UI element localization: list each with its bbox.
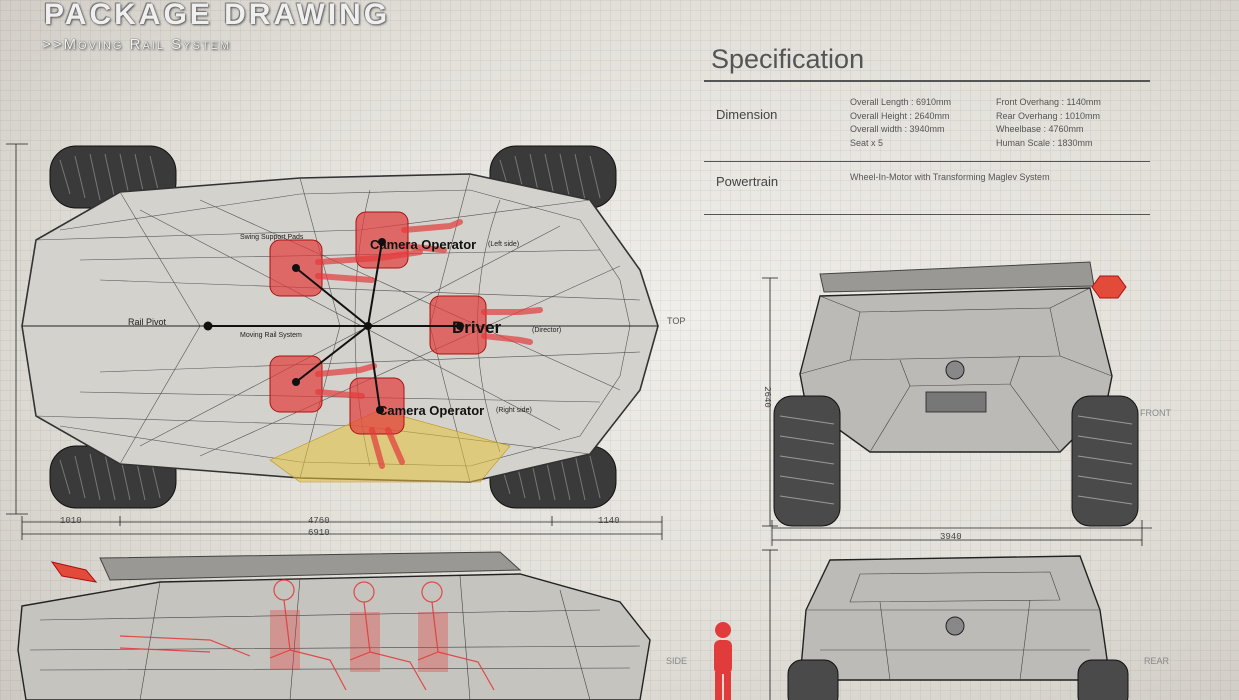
powertrain-label: Powertrain <box>716 174 779 189</box>
camera-operator-right-label: Camera Operator <box>378 403 485 418</box>
dimension-item: Overall Length : 6910mm <box>850 97 952 107</box>
spoiler-marker <box>1091 275 1127 299</box>
powertrain-value: Wheel-In-Motor with Transforming Maglev … <box>850 172 1050 182</box>
tire <box>787 659 1129 700</box>
rear-marker <box>50 561 98 583</box>
dim-front-height: 2640 <box>761 386 772 408</box>
dimension-label: Dimension <box>716 107 778 122</box>
camera-operator-left-side: (Left side) <box>488 241 520 248</box>
tire-tread <box>779 415 1133 505</box>
human-scale-figure <box>714 622 732 700</box>
camera-view-cone <box>269 409 511 483</box>
dimension-lines <box>762 277 1152 546</box>
page-title: PACKAGE DRAWING <box>44 0 391 31</box>
body-wireframe <box>799 287 1113 453</box>
dim-left-overhang: 1010 <box>60 516 82 526</box>
dim-front-width: 3940 <box>940 532 962 542</box>
front-emblem <box>945 360 965 380</box>
dim-overall-length: 6910 <box>308 528 330 538</box>
dimension-item: Overall width : 3940mm <box>850 124 945 134</box>
roof-spoiler <box>819 261 1095 293</box>
dimension-item: Wheelbase : 4760mm <box>996 124 1084 134</box>
side-body-outline <box>17 573 651 700</box>
rail-pivot-point <box>203 238 464 414</box>
front-view-drawing <box>762 261 1152 546</box>
side-view-label: SIDE <box>666 656 688 666</box>
swing-support-pads-label: Swing Support Pads <box>240 234 304 241</box>
dimension-item: Seat x 5 <box>850 137 884 148</box>
vehicle-body-outline <box>21 173 659 483</box>
human-figure <box>119 579 495 691</box>
dimension-item: Overall Height : 2640mm <box>850 110 950 121</box>
page-subtitle: >>Moving Rail System <box>42 36 232 53</box>
dim-right-overhang: 1140 <box>598 516 620 526</box>
dimension-column-2: Front Overhang : 1140mm Rear Overhang : … <box>996 96 1101 150</box>
front-view-label: FRONT <box>1140 408 1171 418</box>
roof-spoiler <box>99 551 522 581</box>
moving-rail-system <box>208 241 460 411</box>
side-view-drawing <box>17 551 651 700</box>
dimension-lines <box>762 549 778 700</box>
rear-view-label: REAR <box>1144 656 1170 666</box>
spec-rule-middle <box>704 161 1150 162</box>
tire-tread <box>59 153 601 501</box>
moving-rail-system-label: Moving Rail System <box>240 332 302 339</box>
dimension-column-1: Overall Length : 6910mm Overall Height :… <box>850 96 951 150</box>
camera-operator-left-label: Camera Operator <box>370 237 477 252</box>
camera-operator-right-side: (Right side) <box>496 407 532 414</box>
seat <box>270 610 448 672</box>
rail-pivot-label: Rail Pivot <box>128 317 167 327</box>
dimension-lines <box>6 143 663 540</box>
specification-title: Specification <box>711 44 865 74</box>
rear-view-drawing <box>762 549 1129 700</box>
dim-wheelbase: 4760 <box>308 516 330 526</box>
tire <box>773 395 1139 527</box>
dimension-item: Human Scale : 1830mm <box>996 137 1093 148</box>
dimension-item: Rear Overhang : 1010mm <box>996 110 1101 121</box>
driver-label: Driver <box>452 318 502 337</box>
body-wireframe <box>806 571 1100 681</box>
rear-emblem <box>945 616 965 636</box>
spec-rule-top <box>704 80 1150 82</box>
spec-rule-bottom <box>704 214 1150 215</box>
top-view-label: TOP <box>667 316 686 326</box>
dimension-item: Front Overhang : 1140mm <box>996 97 1101 107</box>
front-grille <box>925 391 987 413</box>
driver-role-label: (Director) <box>532 327 562 334</box>
top-view-drawing <box>6 143 663 540</box>
